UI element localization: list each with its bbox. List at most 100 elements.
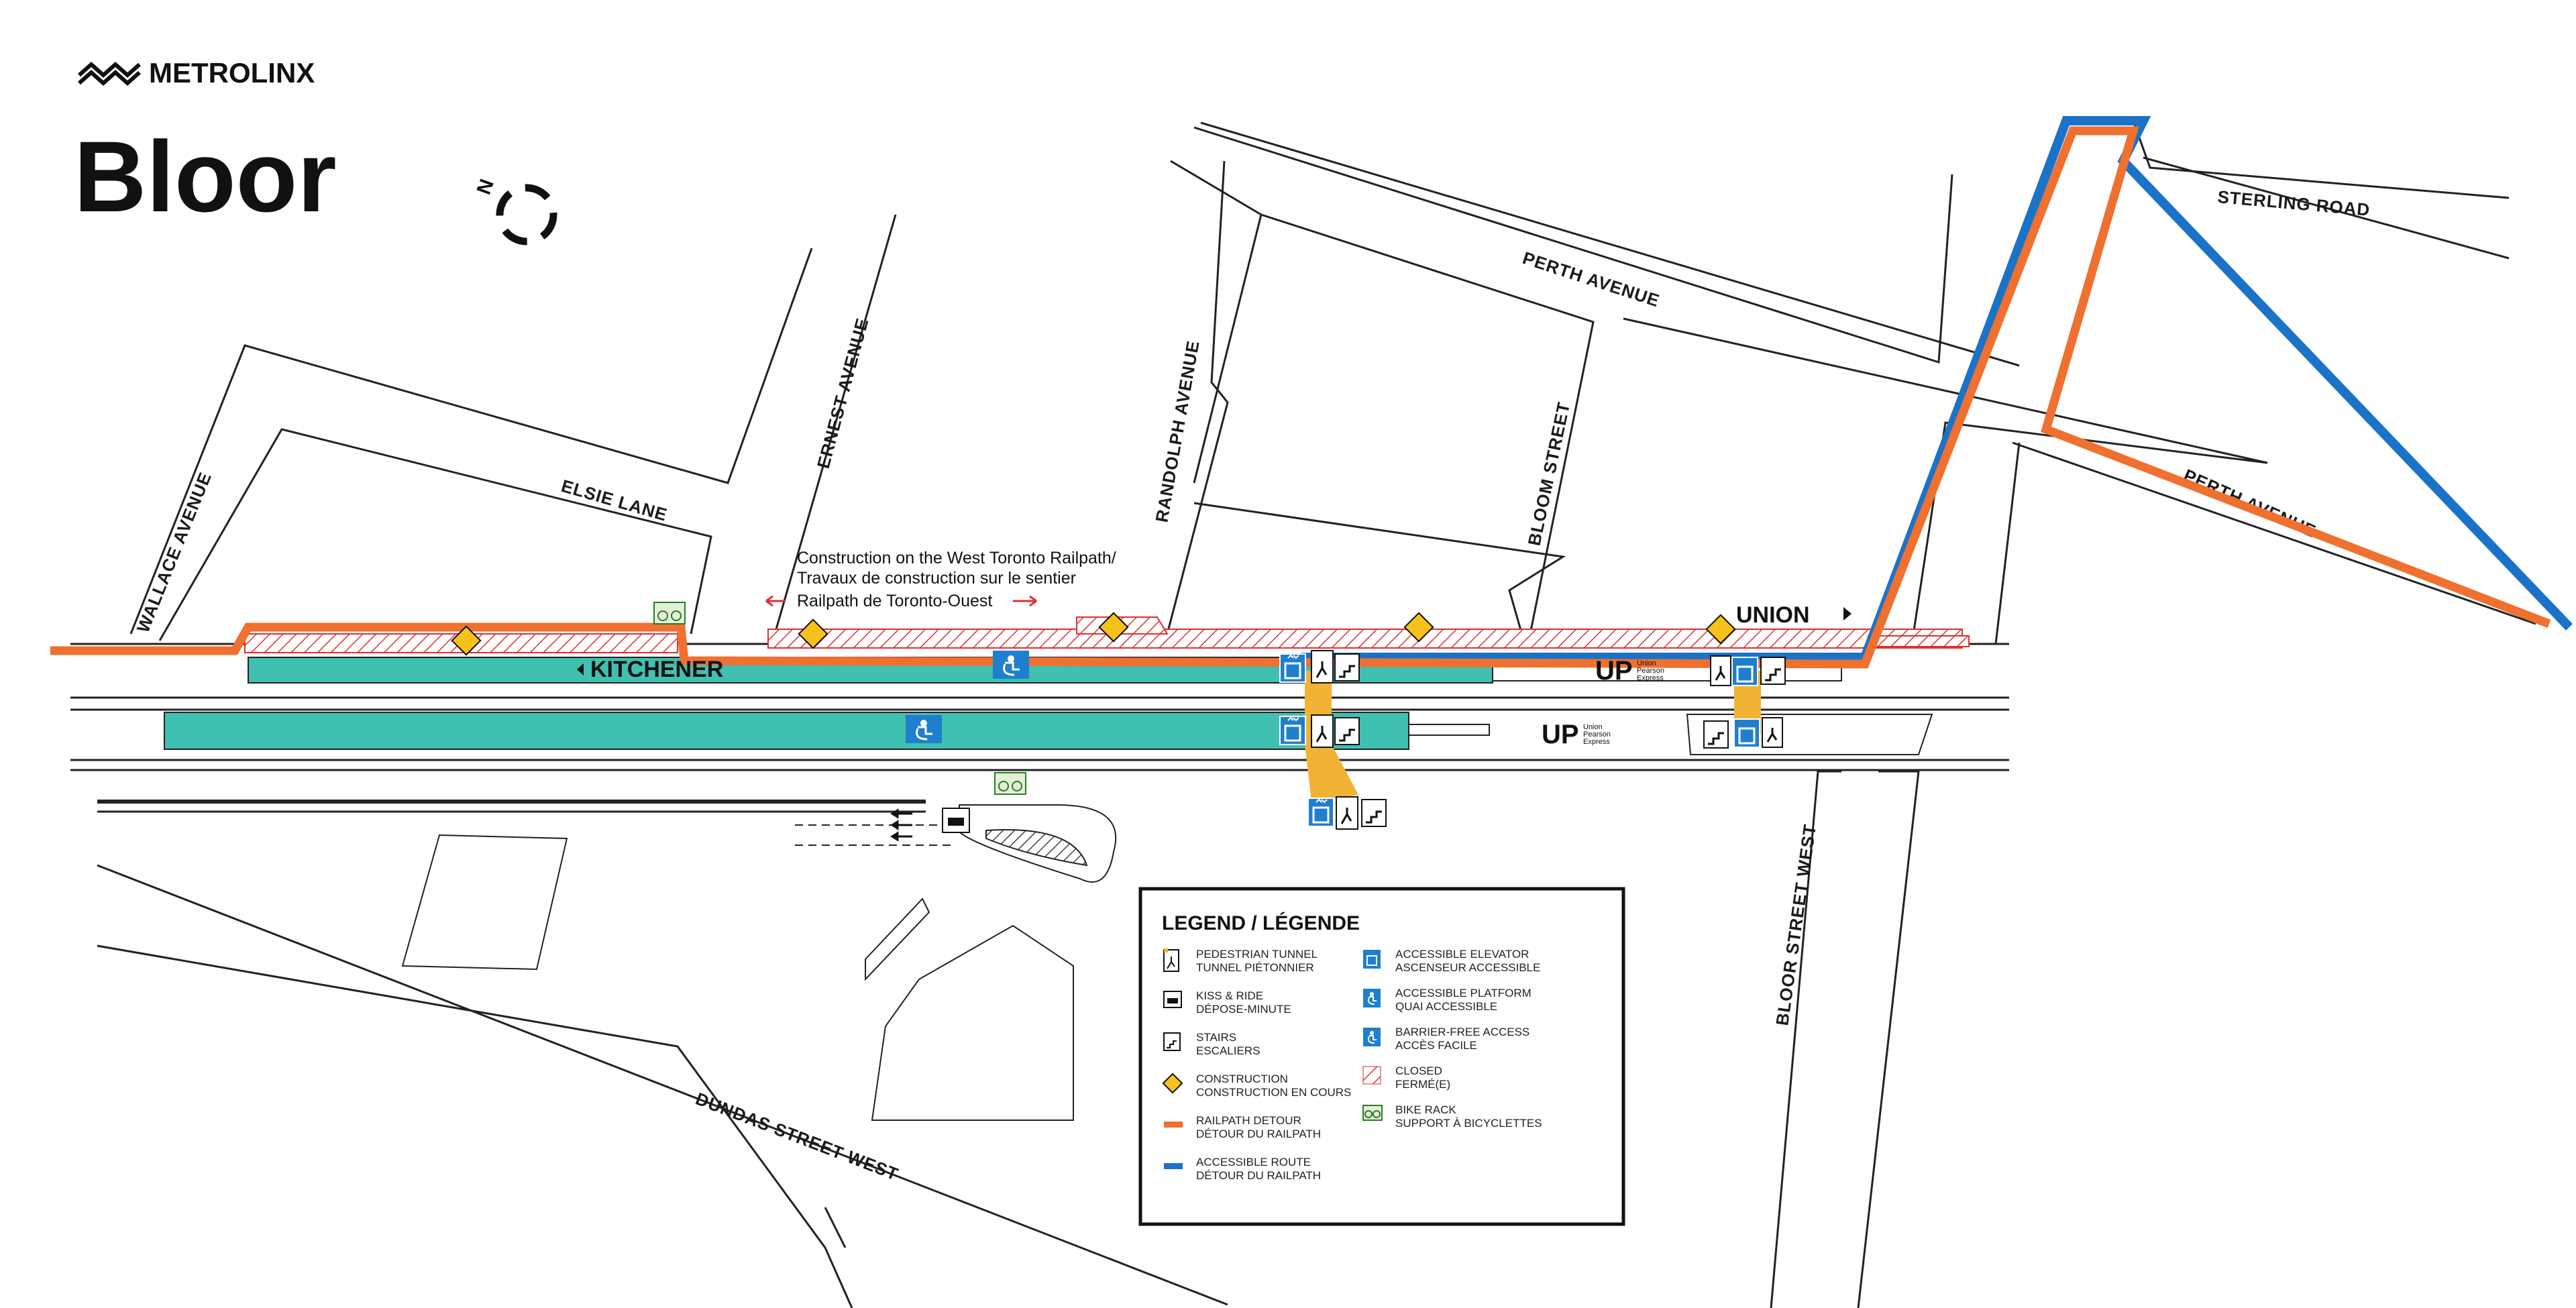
brand-name: METROLINX [149,57,315,89]
elevator-icon [1279,716,1306,745]
stairs-icon [1703,720,1729,749]
kiss-ride-icon [942,808,970,833]
right-arrow-icon [1013,595,1037,607]
railpath-detour-line [50,126,2551,669]
svg-text:N: N [473,176,498,198]
construction-icon [1705,614,1736,645]
south-platform-up [1408,724,1490,736]
construction-icon [798,618,828,649]
legend-item-en: BIKE RACK [1395,1103,1456,1116]
pedestrian-tunnel-icon [1762,717,1783,748]
stairs-icon [1334,717,1360,745]
svg-text:Union: Union [1637,659,1656,667]
legend-item-en: ACCESSIBLE ELEVATOR [1395,948,1529,961]
svg-text:Travaux de construction sur le: Travaux de construction sur le sentier [797,569,1076,588]
legend-item-fr: TUNNEL PIÉTONNIER [1196,961,1314,974]
legend-item-fr: SUPPORT À BICYCLETTES [1395,1117,1542,1130]
svg-text:UNION: UNION [1736,602,1810,628]
legend-item-en: STAIRS [1196,1031,1236,1044]
bike-rack-icon [994,772,1026,795]
accessible-platform-icon [906,715,942,743]
up-express-logo-south: UP Union Pearson Express [1542,720,1611,749]
legend-item-fr: QUAI ACCESSIBLE [1395,1000,1497,1013]
south-platform [164,712,1409,750]
svg-text:Pearson: Pearson [1583,730,1611,739]
legend-item-en: CONSTRUCTION [1196,1073,1288,1085]
elevator-icon [1307,798,1334,827]
street-label-bloom: BLOOM STREET [1524,400,1574,547]
svg-text:KITCHENER: KITCHENER [590,657,723,682]
legend-item-en: CLOSED [1395,1065,1442,1077]
up-express-logo-north: UP Union Pearson Express [1595,656,1664,686]
svg-text:Railpath de Toronto-Ouest: Railpath de Toronto-Ouest [797,592,992,610]
construction-icon [1162,1073,1183,1094]
pedestrian-tunnel-icon [1163,948,1179,972]
north-arrow-icon: N [473,176,557,246]
traffic-arrows-icon [890,808,912,842]
pedestrian-tunnel-icon [1311,714,1334,748]
closed-swatch [1362,1066,1381,1085]
railpath-detour-swatch [1164,1122,1183,1128]
legend-item-en: BARRIER-FREE ACCESS [1395,1026,1529,1038]
elevator-icon [1363,950,1381,969]
accessible-platform-icon [1363,989,1381,1007]
left-arrow-icon [765,595,785,607]
legend-item-fr: DÉTOUR DU RAILPATH [1196,1169,1321,1182]
bike-rack-icon [1362,1105,1383,1121]
construction-icon [1098,612,1129,643]
pedestrian-tunnel-icon [1710,655,1731,686]
legend: LEGEND / LÉGENDE PEDESTRIAN TUNNELTUNNEL… [1138,887,1625,1226]
street-label-dundas: DUNDAS STREET WEST [693,1089,902,1185]
union-direction: UNION [1736,602,1851,628]
kitchener-direction: KITCHENER [577,657,723,682]
legend-item-fr: ESCALIERS [1196,1044,1260,1057]
street-label-wallace: WALLACE AVENUE [133,469,215,635]
svg-text:Union: Union [1583,723,1603,731]
stairs-icon [1163,1032,1181,1051]
kiss-ride-island [985,829,1088,867]
kiss-ride-icon [1163,991,1182,1008]
svg-text:UP: UP [1595,656,1633,686]
stairs-icon [1760,657,1786,685]
barrier-free-icon [1363,1028,1381,1046]
construction-note: Construction on the West Toronto Railpat… [765,549,1116,610]
svg-text:Construction on the West Toron: Construction on the West Toronto Railpat… [797,549,1116,567]
legend-item-fr: DÉTOUR DU RAILPATH [1196,1128,1321,1140]
legend-item-en: KISS & RIDE [1196,989,1263,1002]
street-label-bloor-west: BLOOR STREET WEST [1772,823,1820,1027]
legend-box [1138,887,1625,1226]
svg-text:Pearson: Pearson [1637,667,1664,675]
stairs-icon [1361,799,1387,827]
elevator-icon [1279,653,1306,683]
left-triangle-icon [577,663,584,675]
street-label-sterling: STERLING ROAD [2216,186,2371,220]
station-title: Bloor [74,120,337,233]
legend-item-fr: CONSTRUCTION EN COURS [1196,1086,1351,1099]
street-label-ernest: ERNEST AVENUE [813,316,873,471]
pedestrian-tunnel-icon [1336,796,1358,830]
legend-item-fr: ACCÈS FACILE [1395,1039,1477,1052]
accessible-route-swatch [1164,1163,1183,1169]
legend-item-en: PEDESTRIAN TUNNEL [1196,948,1318,961]
legend-item-en: RAILPATH DETOUR [1196,1114,1301,1127]
right-triangle-icon [1843,607,1851,620]
stairs-icon [1334,653,1360,682]
legend-item-en: ACCESSIBLE PLATFORM [1395,987,1532,999]
construction-icon [451,625,482,656]
legend-item-fr: DÉPOSE-MINUTE [1196,1003,1291,1016]
svg-text:Express: Express [1637,674,1664,682]
